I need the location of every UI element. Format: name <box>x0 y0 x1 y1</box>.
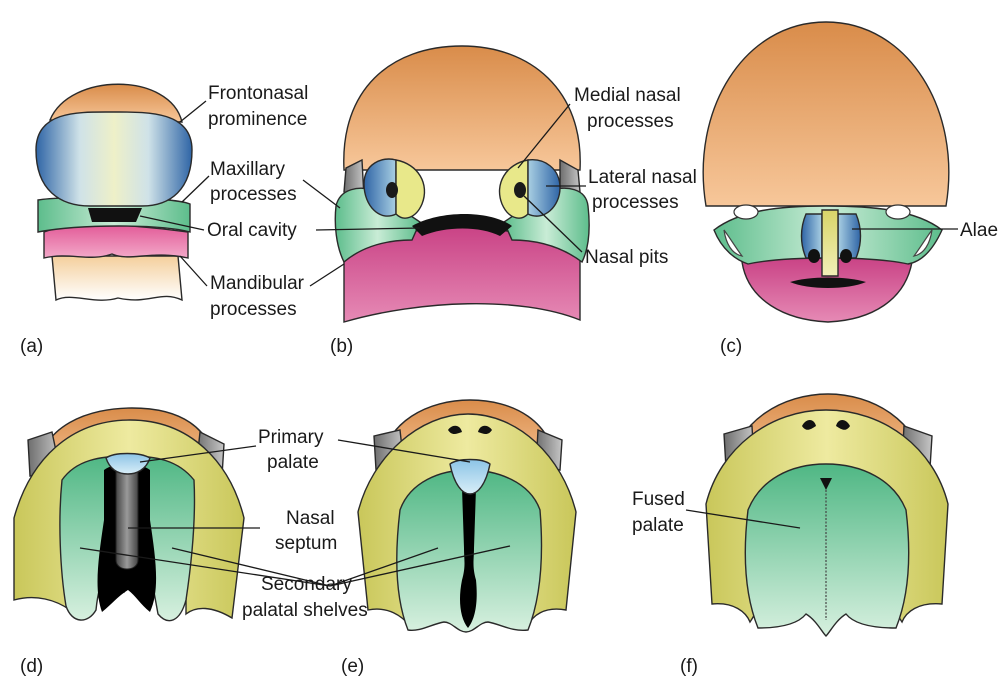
c-eye-left <box>734 205 758 219</box>
a-cream-lower <box>52 256 182 300</box>
a-oral-cavity <box>88 208 142 222</box>
label-secondary-2: palatal shelves <box>242 600 368 621</box>
leader-maxillary-b <box>303 180 340 208</box>
panel-c-embryo <box>703 22 949 322</box>
label-alae: Alae <box>960 220 998 241</box>
panel-e-palate <box>358 400 576 632</box>
panel-label-d: (d) <box>20 656 43 677</box>
label-lateral-nasal-2: processes <box>592 192 679 213</box>
c-nostril-right <box>840 249 852 263</box>
c-eye-right <box>886 205 910 219</box>
label-nasal-septum-2: septum <box>275 533 337 554</box>
label-nasal-septum-1: Nasal <box>286 508 335 529</box>
panel-label-b: (b) <box>330 336 353 357</box>
label-lateral-nasal-1: Lateral nasal <box>588 167 697 188</box>
label-nasal-pits: Nasal pits <box>585 247 668 268</box>
label-frontonasal-2: prominence <box>208 109 307 130</box>
f-fused-palate <box>745 464 909 636</box>
label-primary-palate-1: Primary <box>258 427 324 448</box>
label-frontonasal-1: Frontonasal <box>208 83 308 104</box>
b-frontonasal-region <box>344 46 580 170</box>
leader-mandibular-b <box>310 264 344 286</box>
label-medial-nasal-1: Medial nasal <box>574 85 681 106</box>
panel-a-embryo <box>36 84 192 300</box>
label-fused-2: palate <box>632 515 684 536</box>
label-medial-nasal-2: processes <box>587 111 674 132</box>
panel-d-palate <box>14 408 244 621</box>
panel-label-f: (f) <box>680 656 698 677</box>
panel-f-palate <box>706 394 948 636</box>
a-frontonasal-blue-band <box>36 112 192 206</box>
label-primary-palate-2: palate <box>267 452 319 473</box>
leader-mandibular-a <box>180 256 207 286</box>
label-maxillary-1: Maxillary <box>210 159 285 180</box>
label-mandibular-1: Mandibular <box>210 273 305 294</box>
a-mandibular-process <box>44 225 188 259</box>
b-nasal-pit-left <box>386 182 398 198</box>
leader-frontonasal <box>180 101 206 122</box>
panel-label-a: (a) <box>20 336 43 357</box>
c-frontonasal-region <box>703 22 949 206</box>
panel-label-e: (e) <box>341 656 364 677</box>
label-maxillary-2: processes <box>210 184 297 205</box>
panel-b-embryo <box>335 46 589 322</box>
c-nasal-bridge <box>822 210 838 276</box>
label-fused-1: Fused <box>632 489 685 510</box>
c-nostril-left <box>808 249 820 263</box>
b-nasal-pit-right <box>514 182 526 198</box>
label-secondary-1: Secondary <box>261 574 352 595</box>
label-mandibular-2: processes <box>210 299 297 320</box>
label-oral-cavity: Oral cavity <box>207 220 297 241</box>
panel-label-c: (c) <box>720 336 742 357</box>
